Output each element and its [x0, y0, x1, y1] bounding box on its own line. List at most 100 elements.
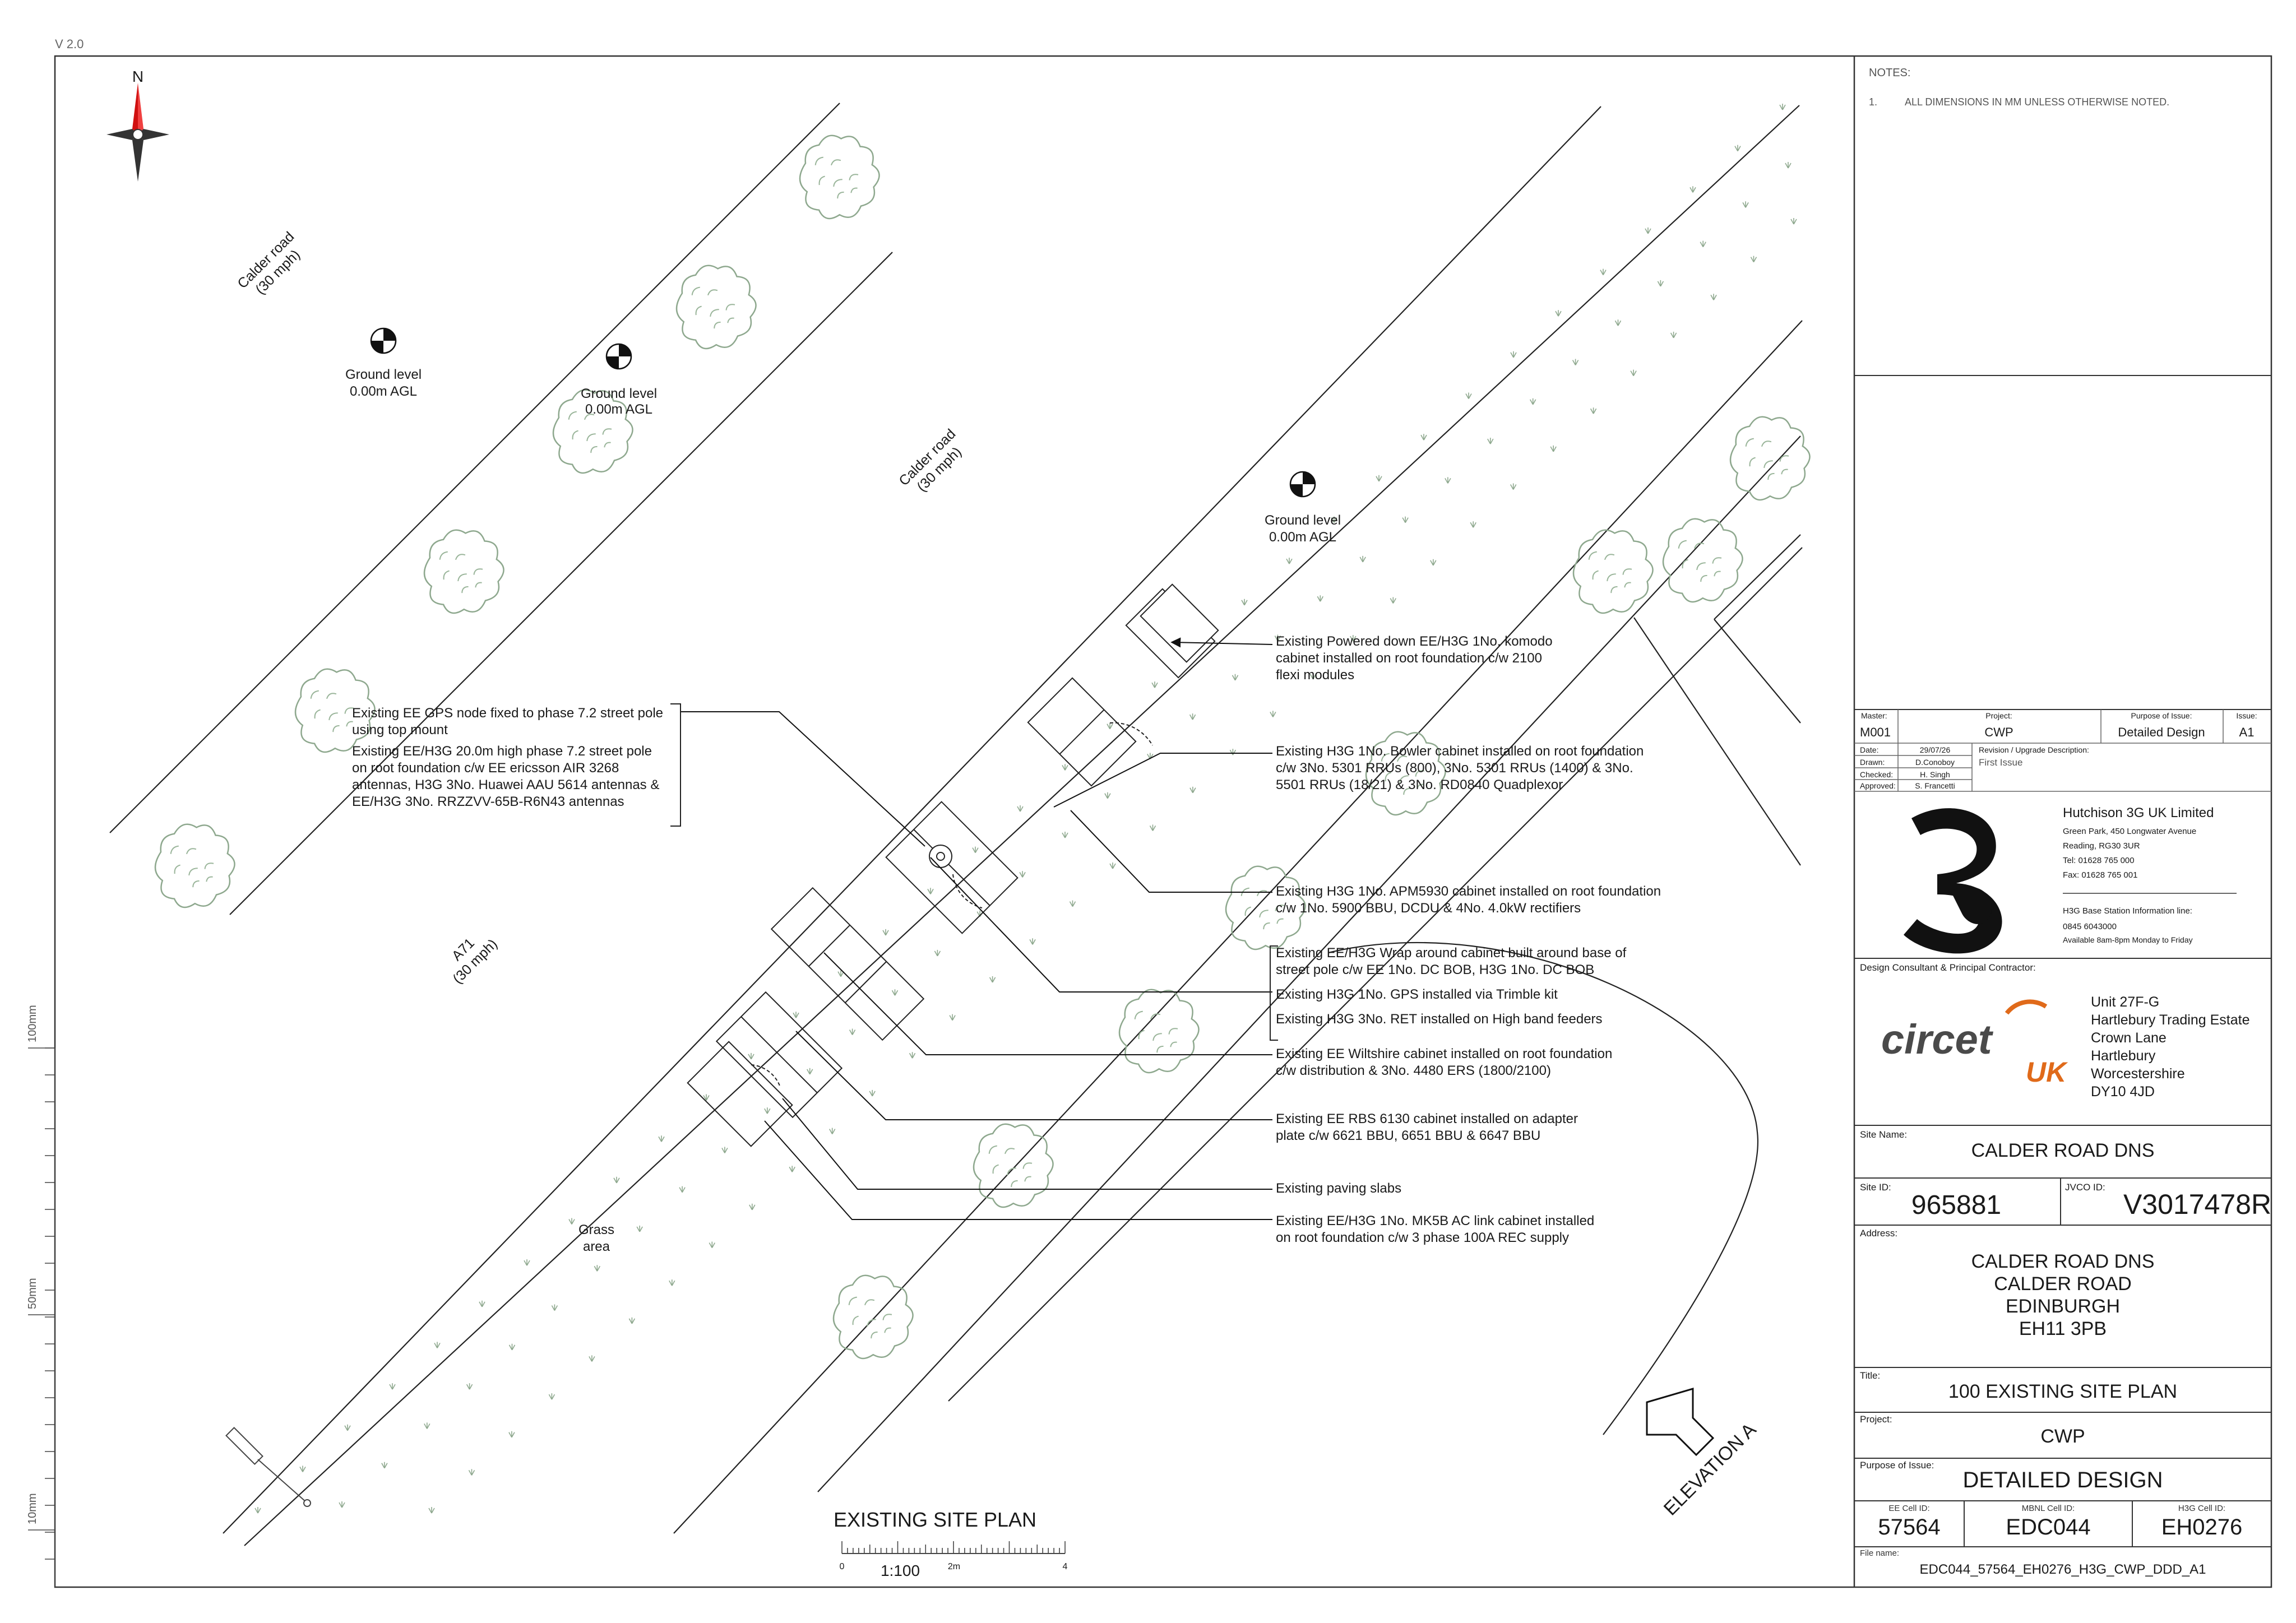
grass-tuft-icon [423, 1422, 430, 1430]
grass-tuft-icon [793, 1011, 799, 1018]
grass-tuft-icon [1779, 103, 1786, 110]
grass-tuft-icon [434, 1341, 441, 1349]
grass-tuft-icon [891, 989, 899, 996]
grass-tuft-icon [1785, 161, 1792, 169]
apm-door-swing [952, 874, 983, 908]
grass-tuft-icon [972, 846, 979, 854]
callout: Existing H3G 1No. GPS installed via Trim… [1276, 987, 1558, 1002]
callout-line: street pole c/w EE 1No. DC BOB, H3G 1No.… [1276, 962, 1594, 977]
circet-logo-word: circet [1881, 1016, 1994, 1063]
bowler-cabinet [1027, 677, 1137, 787]
grass-tuft-icon [1689, 186, 1696, 193]
street-pole [929, 845, 952, 868]
grass-tuft-icon [1445, 476, 1451, 484]
komodo-cabinet-door [1140, 583, 1219, 663]
callout-line: Existing EE RBS 6130 cabinet installed o… [1276, 1111, 1578, 1126]
callout-line: Existing H3G 1No. APM5930 cabinet instal… [1276, 884, 1661, 899]
grass-tuft-icon [1430, 558, 1437, 566]
three-logo-icon [1904, 808, 2002, 954]
left-ruler [28, 1047, 55, 1587]
grass-tuft-icon [1270, 710, 1276, 718]
leader-lines [681, 637, 1273, 1220]
grass-tuft-icon [551, 1304, 558, 1311]
drawn-label: Drawn: [1860, 758, 1885, 767]
grass-tuft-icon [669, 1279, 675, 1286]
grass-tuft-icon [1555, 309, 1562, 317]
grass-tuft-icon [1017, 805, 1024, 812]
street-pole-core [936, 852, 945, 861]
grass-tuft-icon [594, 1264, 601, 1272]
wiltshire-cabinet [770, 887, 925, 1041]
callout-line: Existing H3G 1No. Bowler cabinet install… [1276, 744, 1644, 759]
wiltshire-cabinet-split [808, 924, 850, 967]
grass-tuft-icon [882, 929, 889, 936]
client-fax: Fax: 01628 765 001 [2063, 870, 2137, 880]
issue-label: Issue: [2236, 711, 2257, 720]
callout: Existing paving slabs [1276, 1181, 1401, 1196]
callout-line: cabinet installed on root foundation c/w… [1276, 651, 1542, 666]
tree [954, 1108, 1070, 1223]
purpose-label-2: Purpose of Issue: [1860, 1460, 1934, 1471]
callout: Existing H3G 3No. RET installed on High … [1276, 1012, 1603, 1027]
callout-line: c/w distribution & 3No. 4480 ERS (1800/2… [1276, 1063, 1551, 1078]
callout: Existing Powered down EE/H3G 1No. komodo… [1276, 634, 1553, 683]
grass-tuft-icon [1510, 483, 1517, 490]
h3g-cell-id: EH0276 [2161, 1515, 2243, 1539]
notes-heading: NOTES: [1869, 67, 1910, 79]
grass-tuft-icon [1590, 407, 1597, 415]
grass-tuft-icon [658, 1135, 665, 1142]
contractor-address-line: Hartlebury [2091, 1048, 2156, 1064]
grass-tuft-icon [339, 1501, 345, 1508]
ground-level-line1: Ground level [1265, 513, 1341, 528]
drawing-info-row [1854, 710, 2271, 792]
site-id: 965881 [1911, 1190, 2001, 1220]
site-id-label: Site ID: [1860, 1182, 1891, 1193]
callout-bracket [1270, 945, 1278, 1041]
tree [405, 514, 520, 629]
issue-value: A1 [2239, 725, 2255, 739]
grass-tuft-icon [1750, 255, 1757, 263]
wiltshire-cabinet-split [845, 961, 887, 1004]
tree [1711, 401, 1826, 516]
callout-line: Existing EE/H3G Wrap around cabinet buil… [1276, 945, 1627, 961]
apm-cabinet-split [913, 829, 990, 906]
grass-tuft-icon [1232, 674, 1239, 681]
left-note-line: using top mount [352, 722, 448, 738]
master-value: M001 [1860, 725, 1891, 739]
ground-level-marker: Ground level 0.00m AGL [345, 327, 422, 399]
plan-title: EXISTING SITE PLAN [834, 1508, 1036, 1531]
checked-label: Checked: [1860, 770, 1893, 779]
revision-label: Revision / Upgrade Description: [1979, 745, 2089, 754]
left-note: Existing EE GPS node fixed to phase 7.2 … [352, 706, 663, 738]
left-note-line: Existing EE GPS node fixed to phase 7.2 … [352, 706, 663, 721]
grass-tuft-icon [869, 1089, 876, 1097]
drawn-value: D.Conoboy [1915, 758, 1955, 767]
grass-tuft-icon [1790, 217, 1797, 225]
callout-line: on root foundation c/w 3 phase 100A REC … [1276, 1230, 1569, 1245]
version-label: V 2.0 [55, 37, 84, 51]
elevation-arrow-icon [1646, 1387, 1715, 1457]
left-note-line: antennas, H3G 3No. Huawei AAU 5614 anten… [352, 777, 659, 792]
grass-tuft-icon [1550, 445, 1557, 452]
callout-line: flexi modules [1276, 667, 1354, 683]
contractor-address-line: DY10 4JD [2091, 1084, 2155, 1100]
bs-phone: 0845 6043000 [2063, 922, 2117, 931]
grass-tuft-icon [1572, 358, 1579, 366]
approved-label: Approved: [1860, 781, 1896, 790]
ground-level-line2: 0.00m AGL [1269, 530, 1336, 545]
left-note-line: on root foundation c/w EE ericsson AIR 3… [352, 761, 619, 776]
level-target-icon [370, 327, 397, 354]
jvco-id: V3017478R [2123, 1189, 2271, 1220]
title-label: Title: [1860, 1370, 1880, 1381]
callout-line: Existing H3G 1No. GPS installed via Trim… [1276, 987, 1558, 1002]
ee-cell-label: EE Cell ID: [1888, 1504, 1929, 1513]
grass-tuft-icon [909, 1051, 916, 1059]
scale-tick-4: 4 [1063, 1562, 1068, 1571]
grass-tuft-icon [1149, 824, 1156, 832]
grass-tuft-icon [1107, 722, 1113, 730]
grass-tuft-icon [1529, 397, 1536, 405]
address-line: EDINBURGH [2006, 1296, 2120, 1317]
grass-tuft-icon [1189, 786, 1196, 794]
grass-tuft-icon [1062, 763, 1068, 771]
